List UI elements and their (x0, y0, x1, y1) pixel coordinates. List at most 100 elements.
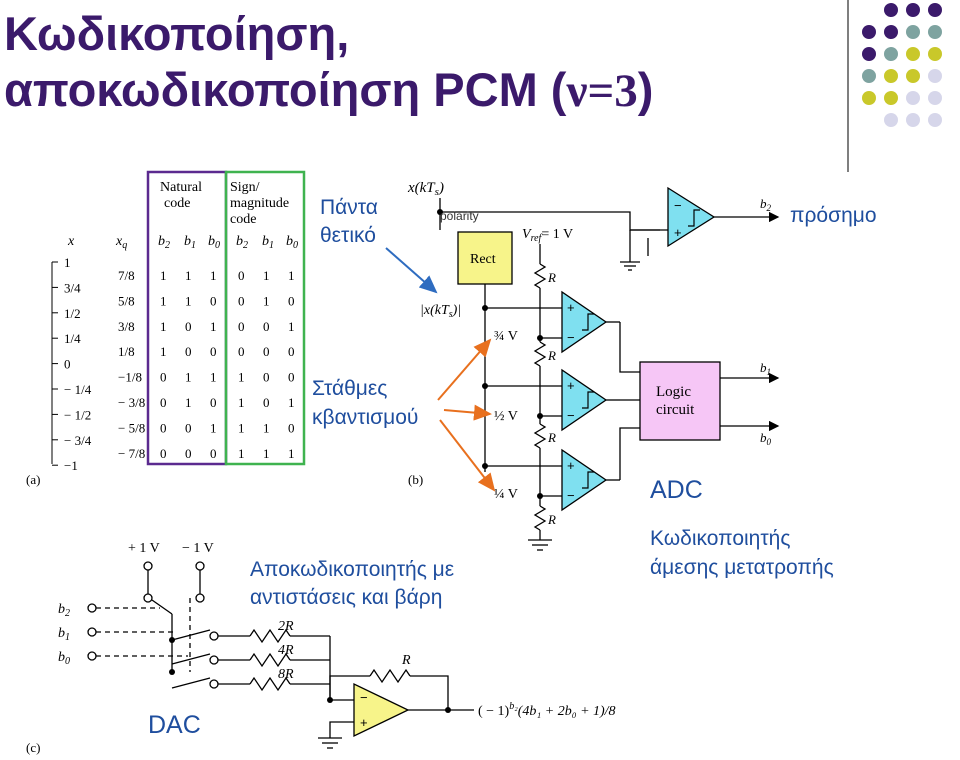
panel-c-label: (c) (26, 740, 40, 755)
decorative-dot (884, 113, 898, 127)
natural-bit: 1 (185, 395, 192, 410)
arrow-level-1-4 (439, 419, 496, 492)
natural-bit: 0 (210, 293, 217, 308)
dac-input-label: b2 (58, 602, 70, 619)
natural-bit: 0 (185, 344, 192, 359)
sign-header-1: Sign/ (230, 180, 260, 195)
dac-desc-2: αντιστάσεις και βάρη (250, 586, 442, 609)
adc-desc-2: άμεσης μετατροπής (650, 556, 834, 579)
svg-text:+: + (567, 300, 575, 315)
natural-bit: 0 (210, 344, 217, 359)
x-value: − 1/4 (64, 382, 92, 397)
natural-bit: 0 (185, 319, 192, 334)
decorative-dot (884, 3, 898, 17)
annotation-sign: πρόσημο (790, 204, 877, 227)
svg-text:+: + (674, 225, 682, 240)
decorative-dot (906, 69, 920, 83)
level-label-3-4: ¾ V (494, 329, 518, 344)
natural-bit: 1 (185, 268, 192, 283)
polarity-label: polarity (440, 209, 479, 223)
xq-value: 7/8 (118, 268, 135, 283)
natural-bit: 1 (210, 420, 217, 435)
xq-value: 5/8 (118, 293, 135, 308)
natural-bit: 0 (210, 446, 217, 461)
svg-text:−: − (567, 488, 575, 503)
dac-output-formula: ( − 1)b₂(4b₁ + 2b₀ + 1)/8 (478, 701, 616, 719)
adc-desc-1: Κωδικοποιητής (650, 527, 790, 550)
adc-input-label: x(kTs) (407, 180, 444, 198)
decorative-dot (928, 113, 942, 127)
abs-input-label: |x(kTs)| (420, 303, 461, 320)
sign-magnitude-bit: 1 (288, 395, 295, 410)
decorative-dot (906, 91, 920, 105)
bit-header: b2 (158, 234, 170, 251)
minus-v-label: − 1 V (182, 541, 214, 556)
svg-text:+: + (567, 458, 575, 473)
sign-magnitude-box (224, 170, 306, 466)
output-b1-label: b1 (760, 360, 771, 377)
xq-value: −1/8 (118, 370, 142, 385)
dac-resistor-8R: 8R (171, 667, 330, 692)
natural-bit: 1 (185, 293, 192, 308)
x-value: 1/2 (64, 306, 81, 321)
sign-header-2: magnitude (230, 196, 289, 211)
sign-magnitude-bit: 0 (288, 420, 295, 435)
sign-magnitude-bit: 0 (263, 370, 270, 385)
natural-bit: 1 (160, 268, 167, 283)
decorative-dot (928, 25, 942, 39)
x-value: − 3/4 (64, 433, 92, 448)
panel-b-label: (b) (408, 472, 423, 487)
sign-magnitude-bit: 1 (238, 370, 245, 385)
bit-header: b1 (262, 234, 274, 251)
svg-text:−: − (567, 330, 575, 345)
dac-desc-1: Αποκωδικοποιητής με (250, 558, 454, 581)
x-value: 3/4 (64, 280, 81, 295)
decorative-dot (928, 91, 942, 105)
svg-text:+: + (567, 378, 575, 393)
x-value: − 1/2 (64, 407, 91, 422)
arrow-positive (385, 247, 438, 294)
sign-magnitude-bit: 1 (238, 395, 245, 410)
decorative-dot (906, 25, 920, 39)
x-value: −1 (64, 458, 78, 473)
sign-magnitude-bit: 0 (263, 395, 270, 410)
natural-bit: 0 (160, 370, 167, 385)
bit-header: b0 (208, 234, 220, 251)
sign-magnitude-bit: 0 (238, 268, 245, 283)
dac-resistor-label: 8R (278, 667, 294, 682)
col-x-header: x (67, 234, 75, 249)
sign-magnitude-bit: 0 (288, 293, 295, 308)
svg-text:R: R (547, 512, 556, 527)
output-b0-label: b0 (760, 430, 772, 447)
xq-value: − 3/8 (118, 395, 145, 410)
natural-bit: 0 (185, 420, 192, 435)
level-label-1-4: ¼ V (494, 487, 518, 502)
arrow-level-3-4 (437, 338, 492, 401)
sign-magnitude-bit: 1 (263, 446, 270, 461)
decorative-dot (862, 91, 876, 105)
decorative-dots (862, 3, 942, 127)
annotation-levels-2: κβαντισμού (312, 406, 418, 429)
xq-value: 1/8 (118, 344, 135, 359)
panel-a-label: (a) (26, 472, 40, 487)
natural-bit: 1 (160, 319, 167, 334)
sign-magnitude-bit: 1 (238, 446, 245, 461)
natural-bit: 0 (160, 446, 167, 461)
decorative-dot (928, 69, 942, 83)
sign-magnitude-bit: 0 (238, 319, 245, 334)
level-label-1-2: ½ V (494, 409, 518, 424)
title-variable: ν=3 (566, 65, 638, 117)
annotation-positive-1: Πάντα (320, 196, 378, 219)
svg-text:+: + (360, 715, 368, 730)
decorative-dot (862, 69, 876, 83)
sign-magnitude-bit: 1 (263, 268, 270, 283)
